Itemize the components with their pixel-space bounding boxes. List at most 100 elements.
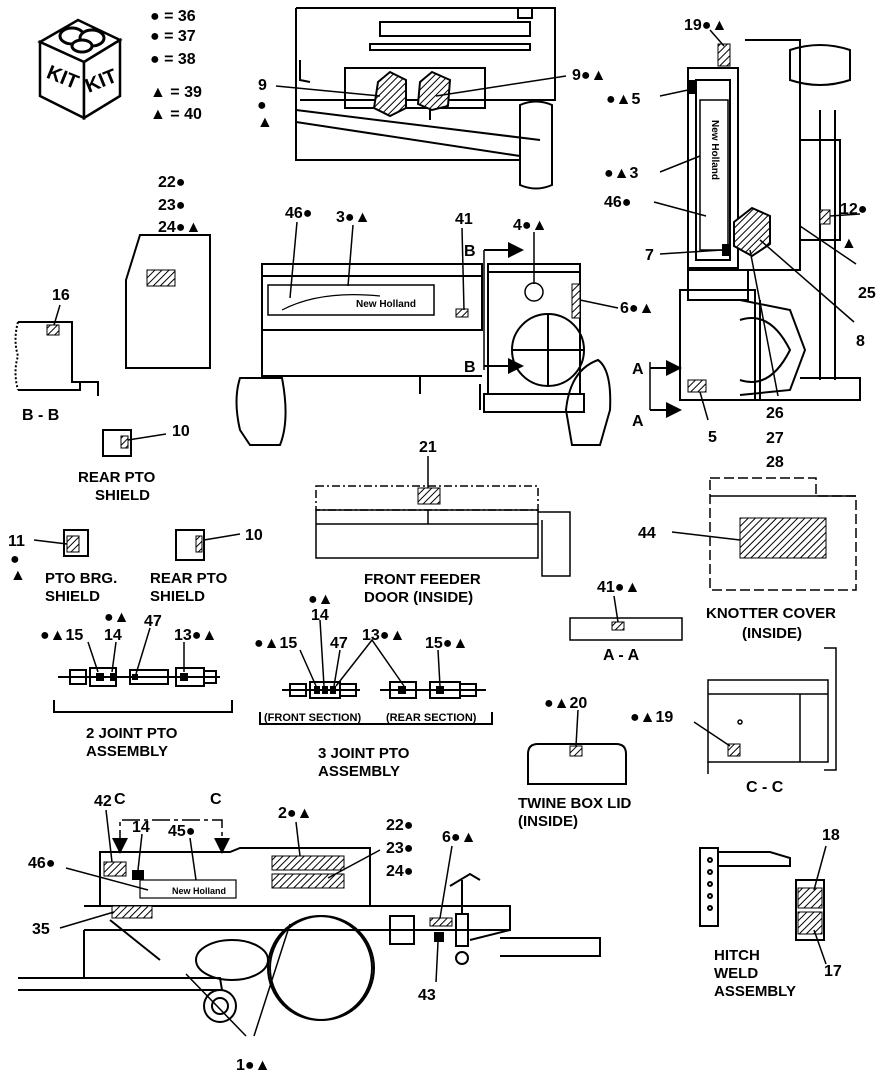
- callout-5-bottom: 5: [708, 429, 717, 446]
- legend-row-40: ▲ = 40: [150, 106, 202, 123]
- callout-24-lower: 24●: [386, 863, 413, 880]
- caption-rear-pto-shield-lower-2: SHIELD: [150, 588, 205, 605]
- callout-8: 8: [856, 333, 865, 350]
- callout-2j-15: ●▲15: [40, 627, 83, 644]
- caption-hitch-weld-1: HITCH: [714, 947, 760, 964]
- decal-3j-13: [398, 686, 406, 694]
- baler-side-view: [18, 847, 601, 1023]
- callout-18: 18: [822, 827, 840, 844]
- rear-section-label: (REAR SECTION): [386, 712, 477, 724]
- callout-12: 12●: [840, 201, 867, 218]
- decal-10-upper: [120, 435, 129, 449]
- callout-42: 42: [94, 793, 112, 810]
- upper-machine-view: [295, 7, 556, 190]
- legend-row-39: ▲ = 39: [150, 84, 202, 101]
- knotter-cover: [709, 477, 857, 591]
- caption-front-feeder-door-1: FRONT FEEDER: [364, 571, 481, 588]
- callout-14-side: 14: [132, 819, 150, 836]
- decal-2j-15: [96, 673, 104, 681]
- callout-3-main: 3●▲: [336, 209, 370, 226]
- callout-2j-47: 47: [144, 613, 162, 630]
- decal-22-24-panel: [146, 269, 176, 287]
- caption-2-joint-pto-1: 2 JOINT PTO: [86, 725, 178, 742]
- callout-2j-14-symbols: ●▲: [104, 609, 130, 626]
- decal-6-main: [571, 283, 581, 319]
- callout-4-main: 4●▲: [513, 217, 547, 234]
- callout-45: 45●: [168, 823, 195, 840]
- caption-hitch-weld-2: WELD: [714, 965, 758, 982]
- section-label-c-c: C - C: [746, 779, 784, 796]
- decal-42: [103, 861, 127, 877]
- section-arrow-b-bottom: B: [464, 359, 476, 376]
- callout-26: 26: [766, 405, 784, 422]
- decal-20: [569, 745, 583, 757]
- decal-6-side: [429, 917, 453, 927]
- callout-2j-13: 13●▲: [174, 627, 217, 644]
- callout-35: 35: [32, 921, 50, 938]
- kit-box-icon: [37, 18, 123, 121]
- rear-pto-shield-lower: [175, 529, 205, 561]
- decal-3j-15-rear: [436, 686, 444, 694]
- section-label-a-a: A - A: [603, 647, 640, 664]
- callout-10-upper: 10: [172, 423, 190, 440]
- decal-16: [46, 324, 60, 336]
- decal-2: [271, 855, 345, 871]
- decal-46-side: [699, 99, 729, 251]
- decal-14-side: [132, 870, 144, 880]
- callout-20: ●▲20: [544, 695, 587, 712]
- callout-10-lower: 10: [245, 527, 263, 544]
- caption-twine-box-lid-2: (INSIDE): [518, 813, 578, 830]
- twine-box-lid: [527, 743, 627, 785]
- section-arrow-c-left: C: [114, 791, 126, 808]
- legend-row-37: ● = 37: [150, 28, 196, 45]
- caption-front-feeder-door-2: DOOR (INSIDE): [364, 589, 473, 606]
- callout-3j-symbols: ●▲: [308, 591, 334, 608]
- callout-11-circle: ●: [10, 551, 20, 568]
- callout-3j-15-front: ●▲15: [254, 635, 297, 652]
- callout-9-left-circle: ●: [257, 97, 267, 114]
- callout-9-right: 9●▲: [572, 67, 606, 84]
- callout-3j-13: 13●▲: [362, 627, 405, 644]
- decal-41-main: [455, 308, 469, 318]
- callout-9-left-triangle: ▲: [257, 114, 273, 131]
- legend-row-38: ● = 38: [150, 51, 196, 68]
- callout-22-upper: 22●: [158, 174, 185, 191]
- callout-11: 11: [8, 533, 25, 550]
- side-brand-decal: New Holland: [709, 120, 720, 180]
- caption-3-joint-pto-1: 3 JOINT PTO: [318, 745, 410, 762]
- caption-pto-brg-shield-1: PTO BRG.: [45, 570, 117, 587]
- callout-44: 44: [638, 525, 656, 542]
- decal-9-left: [372, 70, 407, 118]
- rear-vertical-view: [679, 39, 861, 401]
- decal-45-46: [139, 879, 237, 899]
- callout-2: 2●▲: [278, 805, 312, 822]
- section-b-b-view: [14, 321, 99, 396]
- callout-22-lower: 22●: [386, 817, 413, 834]
- callout-23-lower: 23●: [386, 840, 413, 857]
- decal-2j-14: [110, 673, 116, 681]
- decal-7: [722, 244, 730, 256]
- new-holland-emblem: [524, 282, 544, 302]
- callout-46-side: 46●: [604, 194, 631, 211]
- decal-10-lower: [195, 535, 203, 553]
- section-a-a-view: [569, 617, 683, 641]
- decal-2j-47: [132, 674, 138, 680]
- callout-3j-14: 14: [311, 607, 329, 624]
- caption-hitch-weld-3: ASSEMBLY: [714, 983, 796, 1000]
- caption-rear-pto-shield-upper-2: SHIELD: [95, 487, 150, 504]
- callout-7: 7: [645, 247, 654, 264]
- callout-9-left: 9: [258, 77, 267, 94]
- callout-3j-47: 47: [330, 635, 348, 652]
- main-brand-decal: New Holland: [356, 299, 416, 310]
- callout-3j-15-rear: 15●▲: [425, 635, 468, 652]
- decal-3j-15-front: [314, 686, 320, 694]
- decal-46-main: [267, 284, 435, 316]
- section-arrow-c-right: C: [210, 791, 222, 808]
- three-joint-pto-shaft: [259, 681, 493, 725]
- caption-2-joint-pto-2: ASSEMBLY: [86, 743, 168, 760]
- front-section-label: (FRONT SECTION): [264, 712, 361, 724]
- caption-knotter-cover-2: (INSIDE): [742, 625, 802, 642]
- callout-24-upper: 24●▲: [158, 219, 201, 236]
- callout-46-side-lower: 46●: [28, 855, 55, 872]
- callout-19-top: 19●▲: [684, 17, 727, 34]
